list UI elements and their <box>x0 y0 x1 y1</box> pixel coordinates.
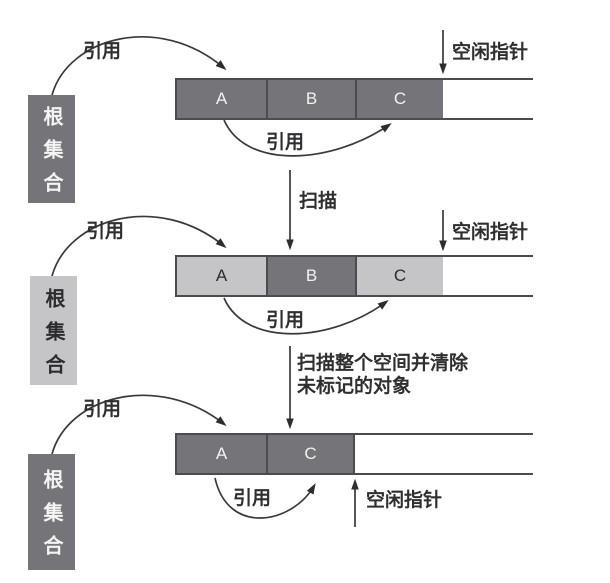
reference-arrow-a-to-c-stage2 <box>223 297 389 335</box>
reference-label-root-stage3: 引用 <box>83 399 122 420</box>
reference-arrow-root-to-a-stage2 <box>51 215 227 277</box>
reference-arrow-root-to-a-stage3 <box>51 394 227 455</box>
free-space-stage1 <box>443 78 533 120</box>
memory-block-b-stage1: B <box>266 80 355 118</box>
memory-bar-stage3: A C <box>175 433 355 475</box>
reference-label-root-stage1: 引用 <box>83 41 122 62</box>
root-set-box-stage3: 根集合 <box>28 454 75 570</box>
root-set-label: 根集合 <box>40 469 62 568</box>
root-set-box-stage2: 根集合 <box>30 276 77 387</box>
memory-block-c-stage2: C <box>355 257 443 295</box>
root-set-label: 根集合 <box>40 106 62 205</box>
root-set-label: 根集合 <box>42 287 64 387</box>
sweep-label: 扫描整个空间并清除 未标记的对象 <box>297 352 468 398</box>
sweep-label-line1: 扫描整个空间并清除 <box>297 353 469 374</box>
memory-block-c-stage1: C <box>355 80 443 118</box>
sweep-label-line2: 未标记的对象 <box>297 376 412 397</box>
free-pointer-label-stage1: 空闲指针 <box>452 42 529 63</box>
free-pointer-label-stage2: 空闲指针 <box>452 222 529 243</box>
reference-arrow-a-to-c-stage1 <box>223 119 392 157</box>
root-set-box-stage1: 根集合 <box>28 95 75 205</box>
reference-label-ac-stage1: 引用 <box>266 132 305 153</box>
free-space-stage3 <box>355 433 533 475</box>
memory-block-a-stage1: A <box>177 80 266 118</box>
memory-bar-stage2: A B C <box>175 255 445 297</box>
memory-block-a-stage2: A <box>177 257 266 295</box>
reference-label-root-stage2: 引用 <box>86 221 125 242</box>
memory-block-c-stage3: C <box>266 435 353 473</box>
memory-bar-stage1: A B C <box>175 78 445 120</box>
reference-label-ac-stage2: 引用 <box>266 310 305 331</box>
memory-block-a-stage3: A <box>177 435 266 473</box>
scan-label: 扫描 <box>299 191 338 212</box>
free-pointer-label-stage3: 空闲指针 <box>366 490 443 511</box>
reference-label-ac-stage3: 引用 <box>233 488 272 509</box>
memory-block-b-stage2: B <box>266 257 355 295</box>
reference-arrow-root-to-a-stage1 <box>51 36 227 96</box>
reference-arrow-a-to-c-stage3 <box>214 477 316 519</box>
free-space-stage2 <box>443 255 533 297</box>
